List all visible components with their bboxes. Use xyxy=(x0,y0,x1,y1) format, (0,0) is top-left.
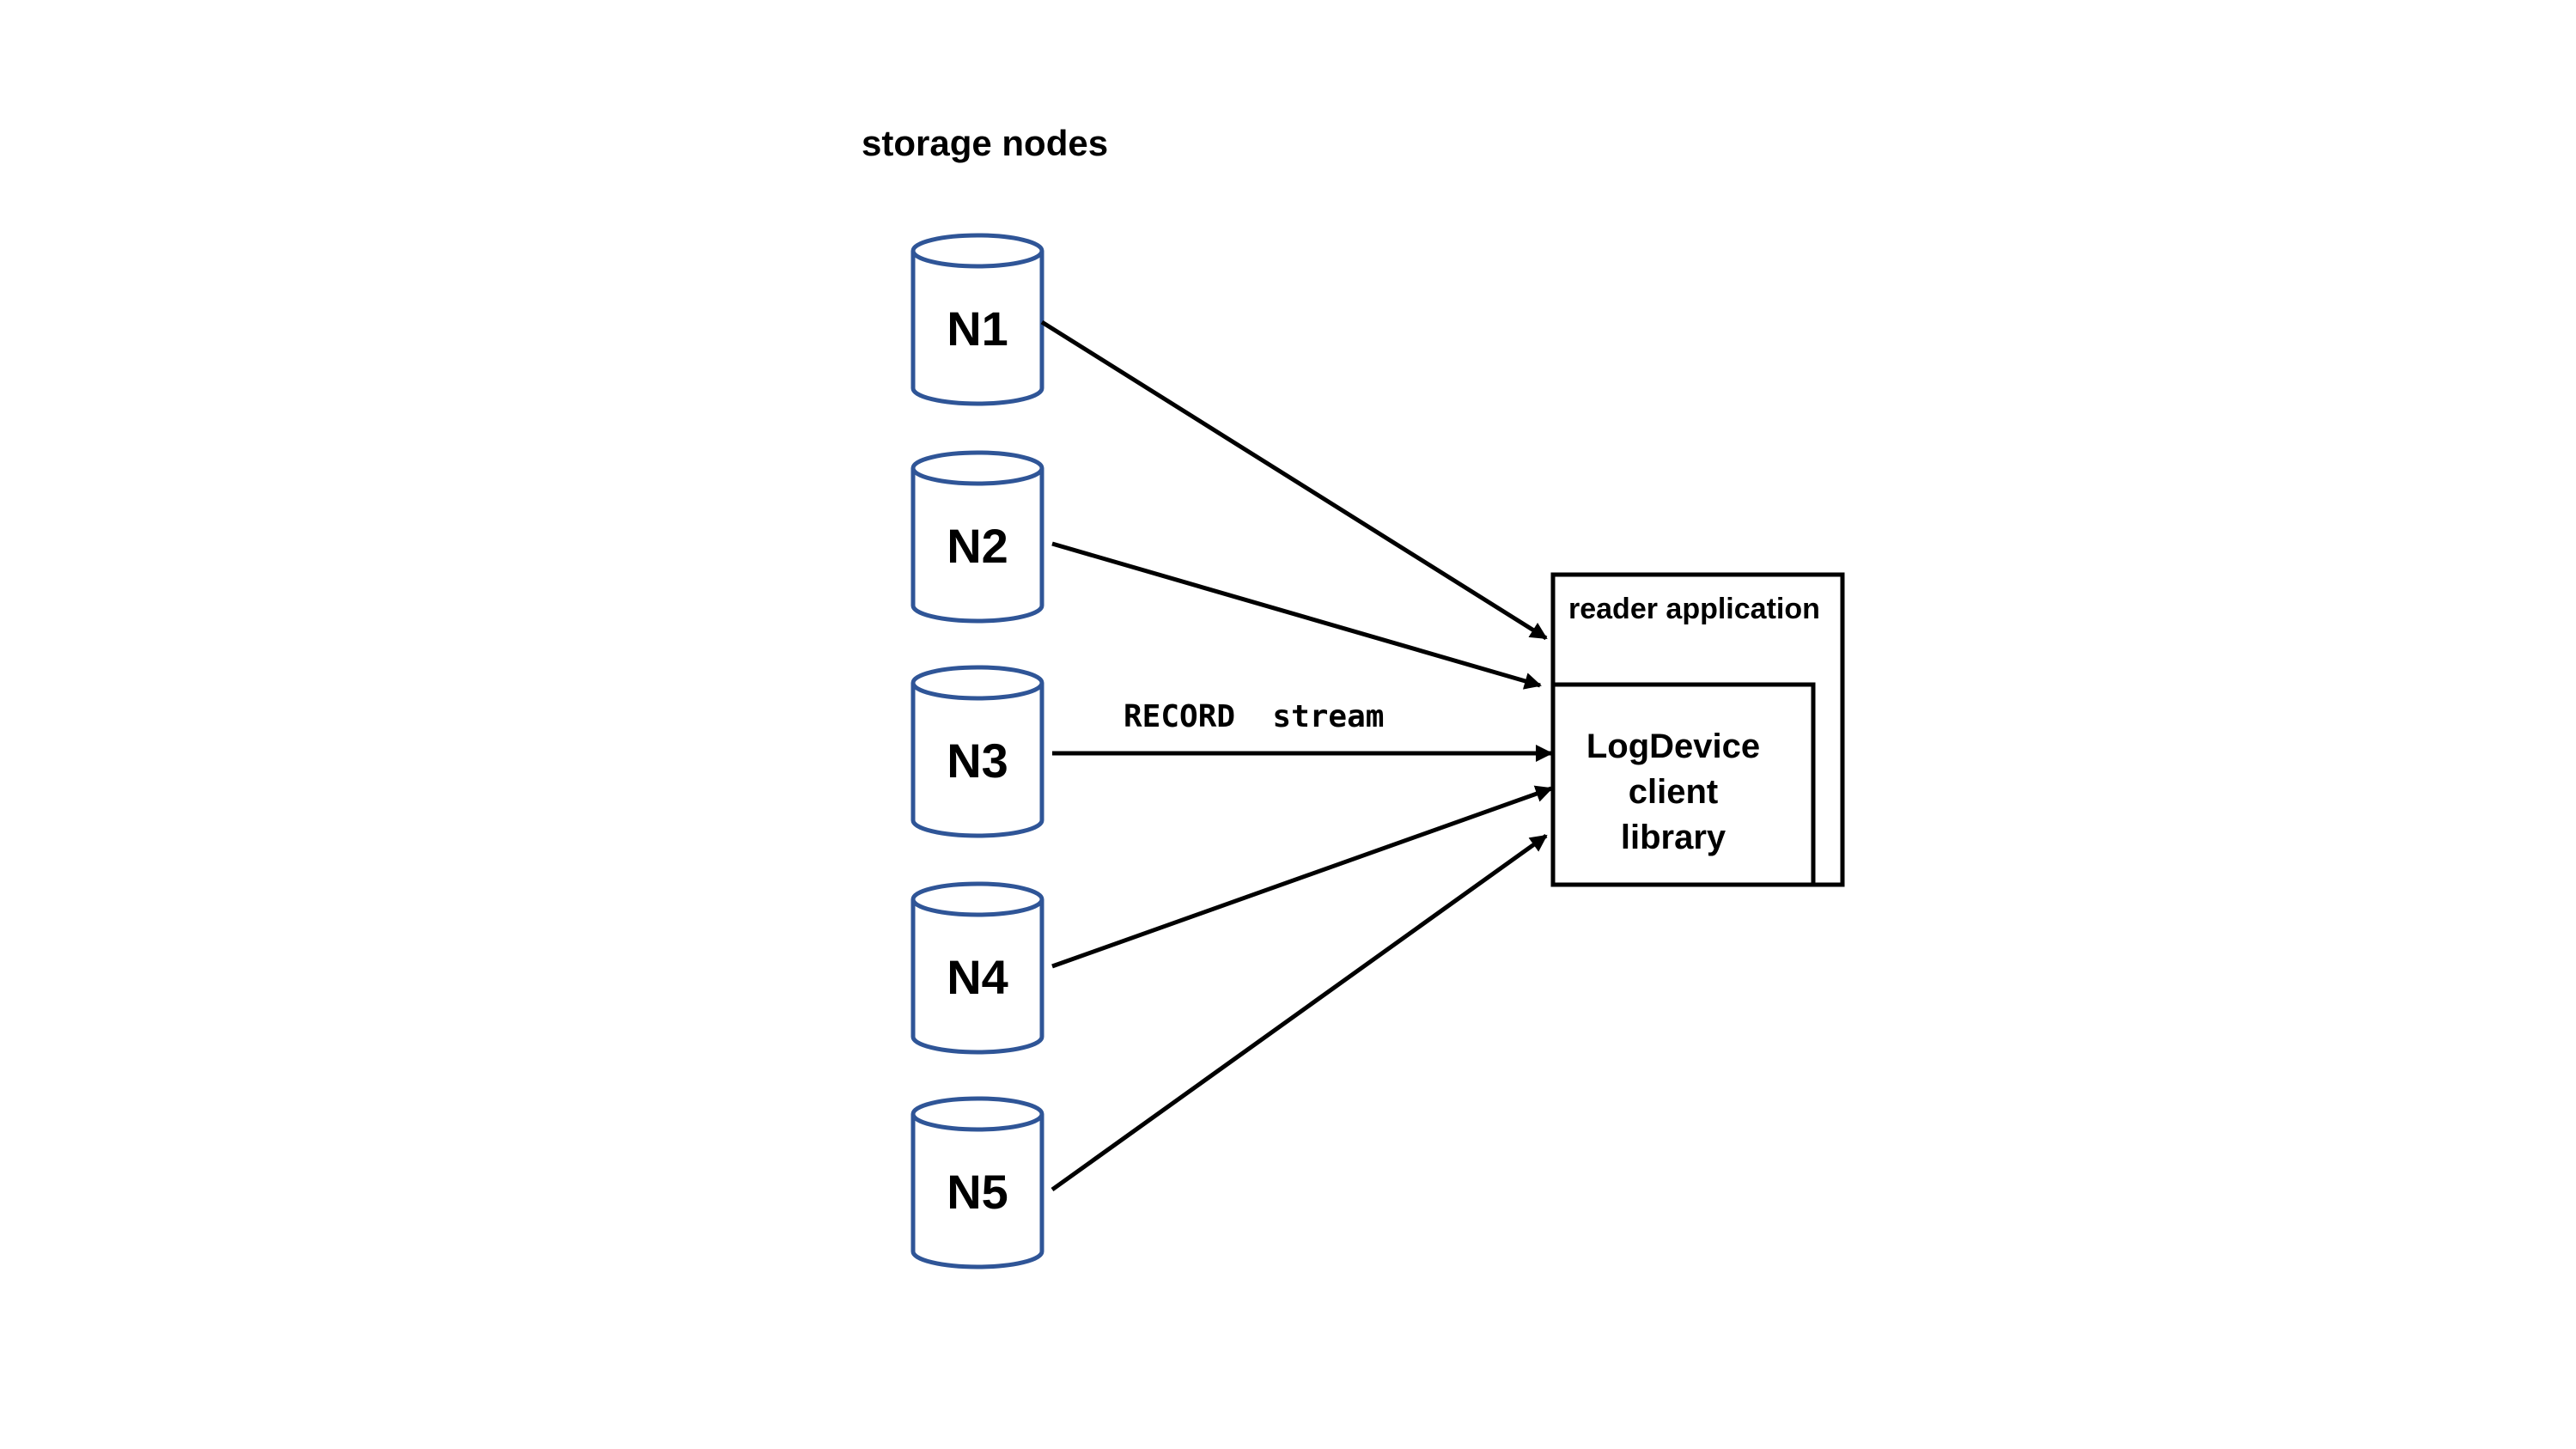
arrow-n2-to-reader xyxy=(1051,541,1542,690)
edge-label-record-stream: RECORD stream xyxy=(1124,699,1384,734)
library-label-line-1: LogDevice xyxy=(1586,728,1760,765)
node-label-n2: N2 xyxy=(947,519,1008,573)
logdevice-client-library-box: LogDevice client library xyxy=(1550,682,1816,887)
reader-application-label: reader application xyxy=(1568,593,1820,625)
diagram-title: storage nodes xyxy=(862,123,1108,163)
storage-node-n3: N3 xyxy=(910,665,1044,838)
storage-node-n2: N2 xyxy=(910,450,1044,624)
reader-application-box: reader application LogDevice client libr… xyxy=(1550,572,1845,887)
node-label-n5: N5 xyxy=(947,1165,1008,1219)
storage-node-n4: N4 xyxy=(910,881,1044,1055)
storage-node-n1: N1 xyxy=(910,233,1044,406)
library-label-line-2: client xyxy=(1629,773,1718,811)
node-label-n4: N4 xyxy=(947,950,1008,1004)
arrow-n4-to-reader xyxy=(1051,785,1553,969)
node-label-n3: N3 xyxy=(947,734,1008,788)
arrow-n5-to-reader xyxy=(1050,833,1548,1192)
arrow-n1-to-reader xyxy=(1040,320,1548,641)
node-label-n1: N1 xyxy=(947,301,1008,356)
storage-node-n5: N5 xyxy=(910,1096,1044,1269)
library-label-line-3: library xyxy=(1621,819,1726,856)
